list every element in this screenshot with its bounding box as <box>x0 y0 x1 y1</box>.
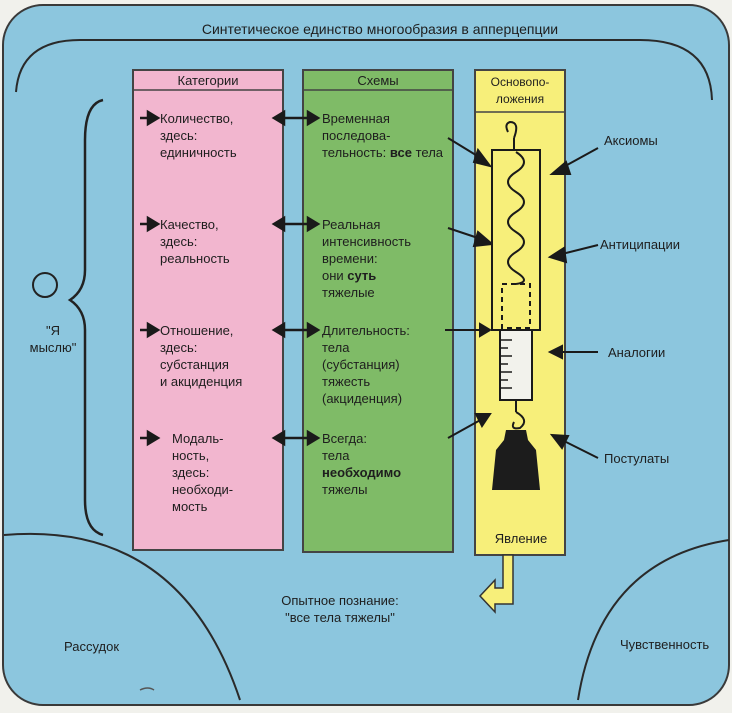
double-arrows <box>271 109 321 447</box>
principles-header: Основопо- ложения <box>490 75 550 106</box>
principle-analogies: Аналогии <box>608 345 666 360</box>
schemes-column <box>302 69 454 553</box>
brace <box>67 98 104 537</box>
sensibility-arc <box>577 539 730 701</box>
phenomenon-label: Явление <box>494 531 548 546</box>
scheme-intensity: Реальная интенсивность времени: они суть… <box>322 217 411 300</box>
scheme-duration: Длительность: тела (субстанция) тяжесть … <box>322 323 410 406</box>
i-think-circle <box>32 272 58 298</box>
scheme-to-apparatus-arrows <box>445 137 495 439</box>
principle-anticipations: Антиципации <box>600 237 681 252</box>
weight-icon <box>492 430 540 490</box>
categories-column <box>132 69 284 551</box>
understanding-arc <box>3 532 241 701</box>
experience-label: Опытное познание: "все тела тяжелы" <box>281 593 399 625</box>
category-quantity: Количество, здесь: единичность <box>160 111 237 160</box>
sensibility-label: Чувственность <box>620 637 710 652</box>
categories-header: Категории <box>177 73 239 88</box>
category-quality: Качество, здесь: реальность <box>160 217 230 266</box>
category-modality: Модаль- ность, здесь: необходи- мость <box>172 431 234 514</box>
schemes-header: Схемы <box>357 73 399 88</box>
i-think-label: "Я мыслю" <box>29 323 77 355</box>
inner-boundary-line <box>15 39 713 101</box>
diagram-title: Синтетическое единство многообразия в ап… <box>201 21 559 37</box>
principle-arrows <box>547 147 599 459</box>
principle-axioms: Аксиомы <box>604 133 658 148</box>
spring-scale-icon <box>491 120 541 430</box>
phenomenon-arrow <box>478 554 514 614</box>
principle-postulates: Постулаты <box>604 451 670 466</box>
understanding-label: Рассудок <box>64 639 120 654</box>
category-arrows <box>140 109 161 447</box>
scheme-succession: Временная последова- тельность: все тела <box>322 111 444 160</box>
category-relation: Отношение, здесь: субстанция и акциденци… <box>160 323 243 389</box>
scheme-always: Всегда: тела необходимо тяжелы <box>322 431 402 497</box>
